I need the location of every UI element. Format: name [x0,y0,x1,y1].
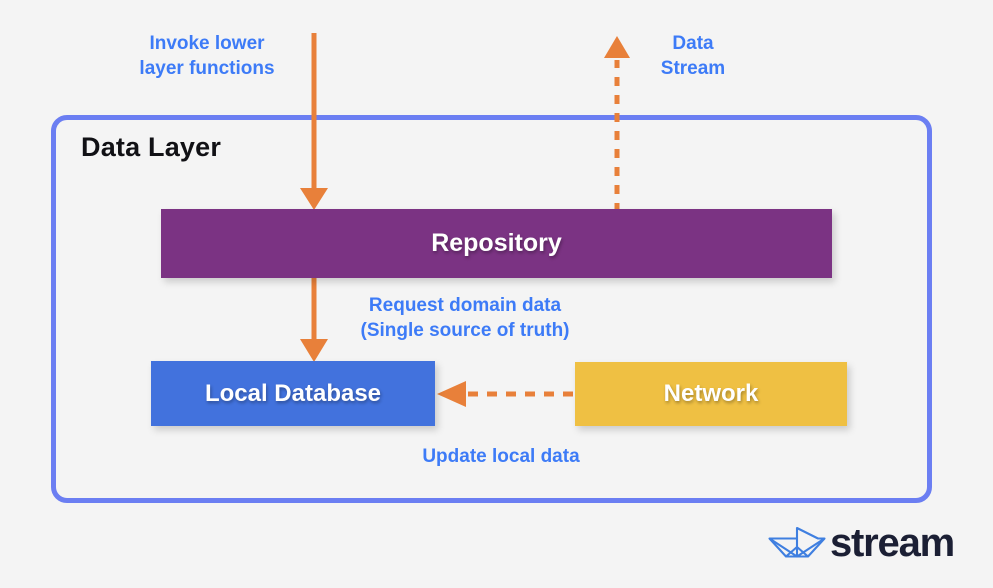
node-repository[interactable]: Repository [161,209,832,278]
data-layer-container [51,115,932,503]
stream-wordmark: stream [830,521,955,565]
node-local-database-label: Local Database [204,379,382,407]
node-repository-label: Repository [431,229,562,257]
data-layer-title: Data Layer [81,132,222,162]
node-network-label: Network [663,380,759,407]
label-request-domain-data: Request domain data (Single source of tr… [360,295,570,342]
label-data-stream: Data Stream [660,33,726,80]
label-update-local-data: Update local data [422,446,580,467]
node-network[interactable]: Network [575,362,847,426]
stream-logo: stream [768,521,955,565]
label-invoke-lower-layer-functions: Invoke lower layer functions [139,33,275,80]
node-local-database[interactable]: Local Database [151,361,435,426]
paper-boat-icon [768,526,826,558]
